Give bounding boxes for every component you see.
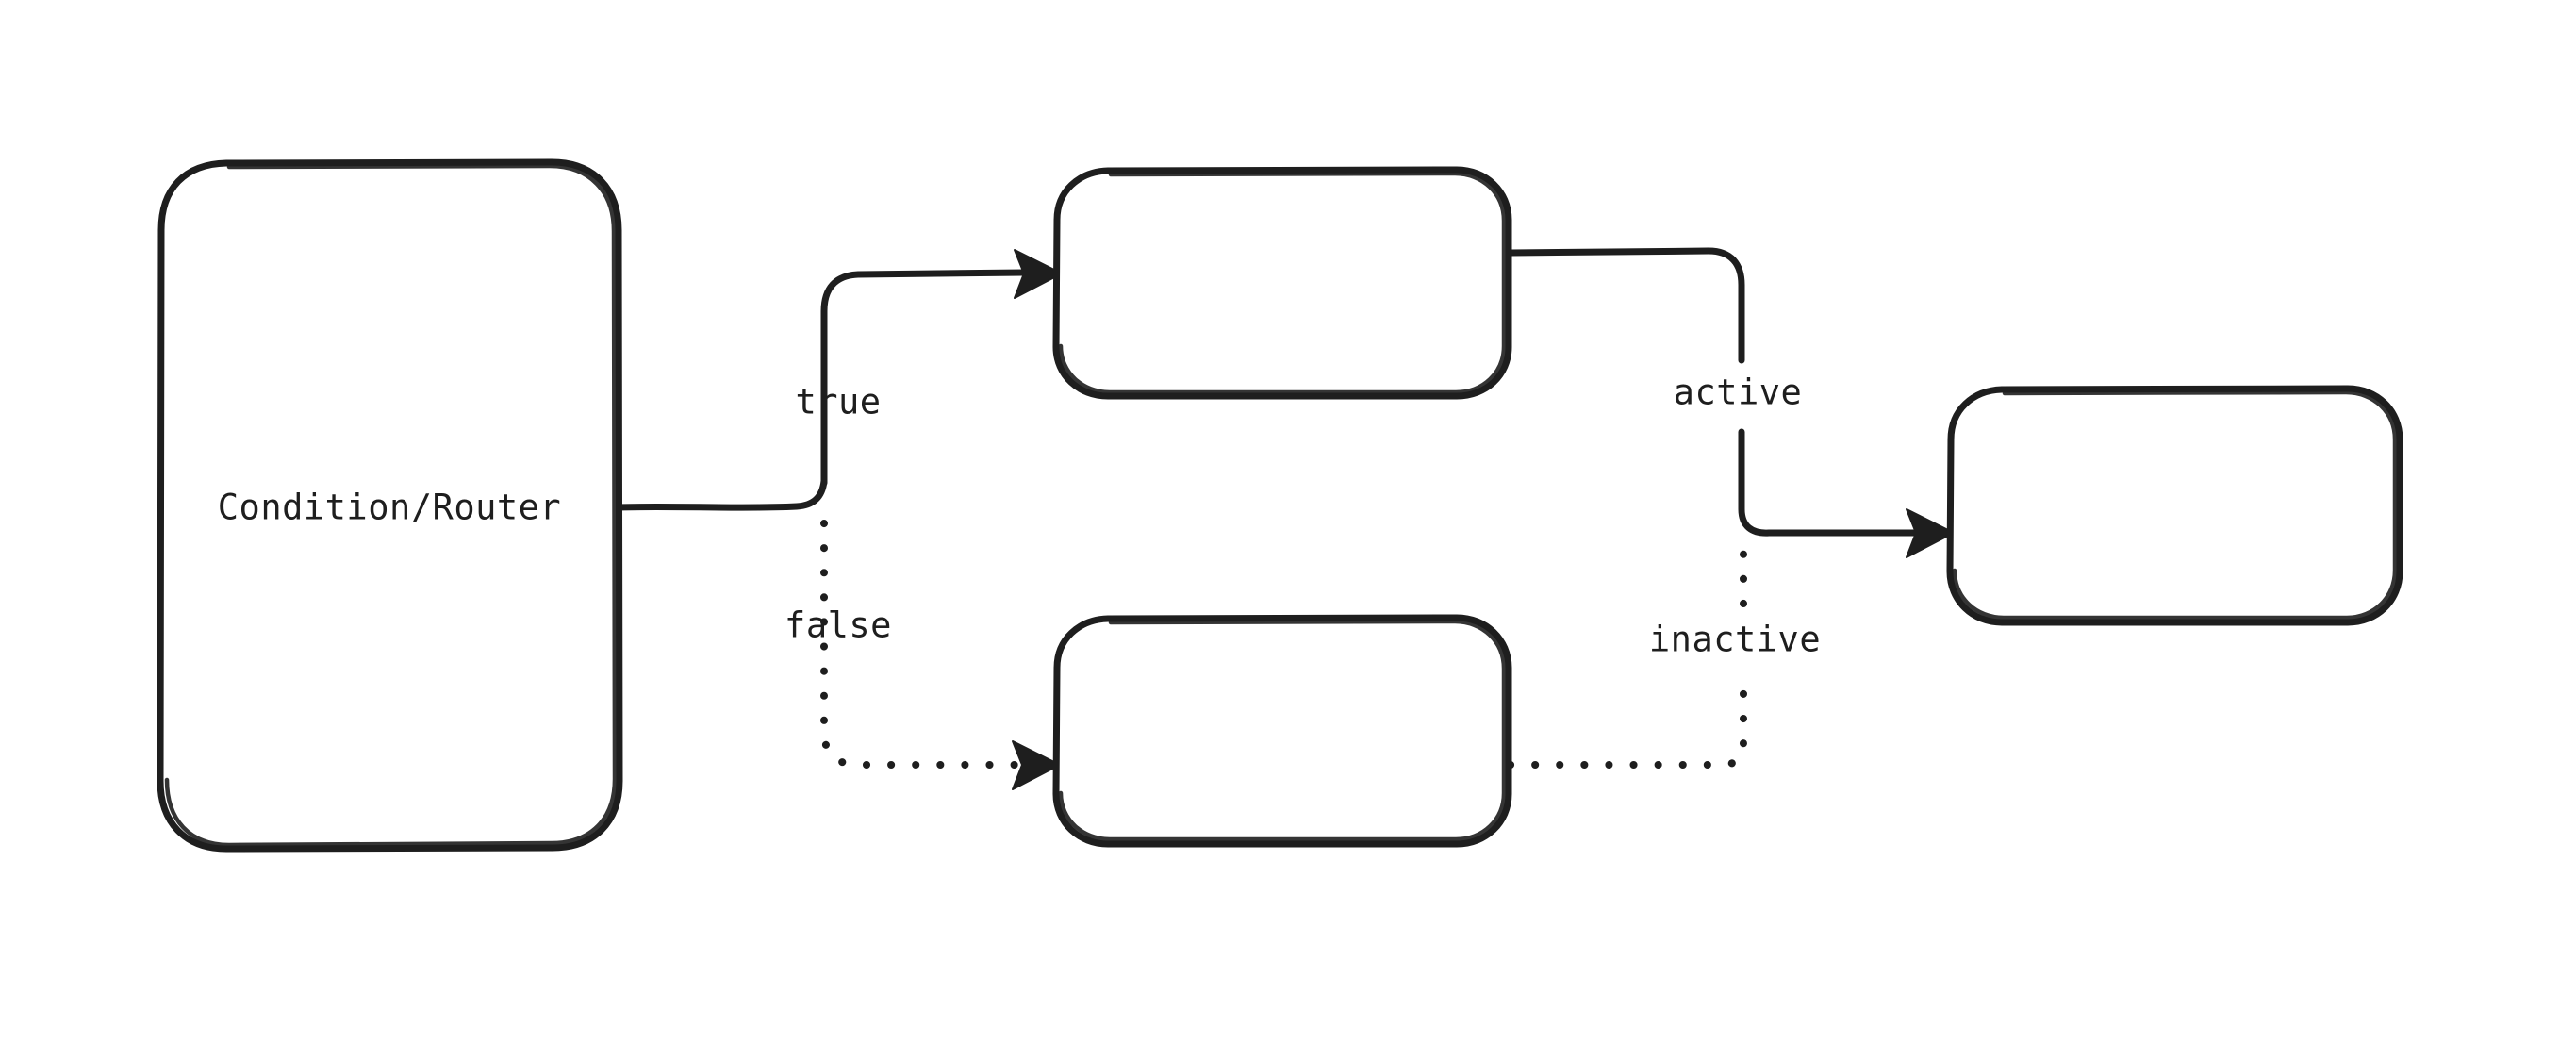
false-branch-sketch-stroke: [1058, 619, 1507, 842]
edge-false-arrowhead: [1012, 740, 1061, 790]
node-condition-router[interactable]: Condition/Router: [157, 158, 623, 853]
edge-active[interactable]: active: [1507, 247, 1955, 558]
edge-active-line-upper: [1507, 247, 1745, 364]
edge-true-arrowhead: [1014, 249, 1063, 299]
true-branch-shape: [1052, 166, 1512, 400]
merge-sketch-stroke: [1952, 389, 2398, 621]
condition-router-shape: [157, 158, 623, 853]
edge-label-active: active: [1674, 373, 1803, 413]
condition-router-sketch-stroke: [164, 163, 618, 848]
edge-true[interactable]: true: [795, 249, 1063, 487]
edge-true-line: [820, 269, 1028, 487]
edge-inactive[interactable]: inactive: [1507, 543, 1821, 769]
edge-inactive-line-lower: [1507, 681, 1747, 769]
node-true-branch[interactable]: [1052, 166, 1512, 400]
edge-false[interactable]: false: [784, 520, 1061, 790]
merge-shape: [1946, 385, 2403, 626]
node-false-branch[interactable]: [1052, 614, 1512, 848]
trunk-line: [616, 477, 828, 511]
edge-label-inactive: inactive: [1649, 620, 1821, 660]
edge-active-line-lower: [1738, 428, 1920, 537]
condition-router-label: Condition/Router: [218, 488, 561, 528]
node-merge[interactable]: [1946, 385, 2403, 626]
edge-trunk: [616, 477, 828, 511]
true-branch-sketch-stroke: [1058, 171, 1507, 395]
edge-active-arrowhead: [1906, 508, 1955, 558]
edge-label-true: true: [795, 382, 881, 422]
edge-label-false: false: [784, 605, 892, 646]
false-branch-shape: [1052, 614, 1512, 848]
